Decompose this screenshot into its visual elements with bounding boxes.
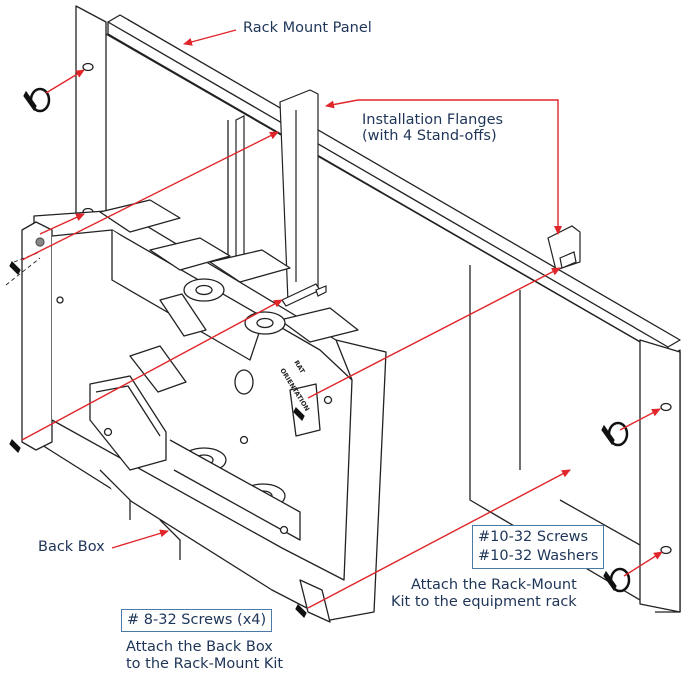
label-washers-10-32: #10-32 Washers bbox=[478, 548, 599, 564]
label-installation-flanges-note: (with 4 Stand-offs) bbox=[362, 128, 497, 144]
rack-screw-top-left-icon bbox=[23, 87, 51, 113]
label-attach-backbox-2: to the Rack-Mount Kit bbox=[126, 656, 284, 672]
rack-mount-panel bbox=[75, 5, 681, 613]
label-attach-rack-2: Kit to the equipment rack bbox=[391, 594, 577, 610]
label-rack-mount-panel: Rack Mount Panel bbox=[243, 20, 372, 36]
rack-screw-right-lower-icon bbox=[603, 567, 631, 593]
label-screws-8-32: # 8-32 Screws (x4) bbox=[121, 609, 273, 632]
rack-screw-right-upper-icon bbox=[601, 421, 629, 447]
label-attach-backbox-1: Attach the Back Box bbox=[126, 639, 273, 655]
label-installation-flanges: Installation Flanges bbox=[362, 112, 504, 128]
label-attach-rack-1: Attach the Rack-Mount bbox=[411, 577, 577, 593]
back-box bbox=[21, 199, 387, 623]
label-back-box: Back Box bbox=[38, 539, 105, 555]
screws bbox=[9, 87, 631, 619]
label-screws-10-32: #10-32 Screws bbox=[478, 529, 589, 545]
installation-flange bbox=[235, 89, 581, 307]
label-box-10-32: #10-32 Screws #10-32 Washers bbox=[472, 525, 605, 569]
callout-arrows bbox=[21, 29, 663, 609]
